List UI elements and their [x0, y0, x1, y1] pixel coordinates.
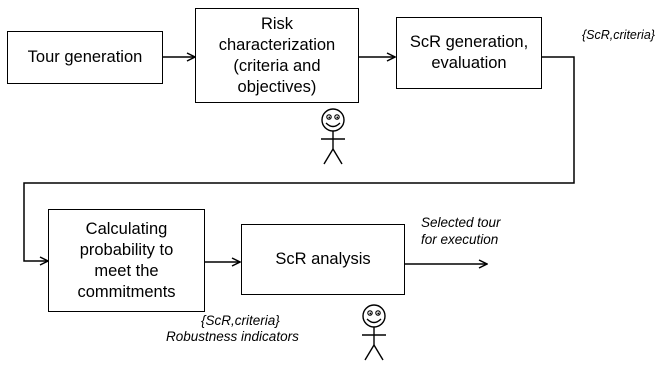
risk-characterization-line-1: Risk	[260, 14, 294, 33]
calculating-probability-line-3: meet the	[94, 261, 159, 280]
risk-characterization-line-2: characterization	[218, 35, 336, 54]
scr-generation-line-2: evaluation	[431, 54, 507, 72]
selected-tour-label: Selected tour for execution	[421, 214, 501, 248]
risk-characterization-box: Risk characterization (criteria and obje…	[195, 8, 359, 103]
risk-characterization-line-3: (criteria and	[233, 56, 321, 75]
selected-tour-line-1: Selected tour	[421, 215, 501, 230]
scr-generation-box: ScR generation, evaluation	[396, 17, 542, 89]
calculating-probability-line-2: probability to	[79, 240, 174, 259]
scr-analysis-label: ScR analysis	[275, 250, 371, 268]
calculating-probability-line-4: commitments	[77, 282, 176, 301]
arrow-scr-generation-to-calculating	[23, 56, 575, 261]
scr-criteria-bottom-label: {ScR,criteria}	[201, 313, 280, 328]
calculating-probability-line-1: Calculating	[85, 219, 168, 238]
robustness-indicators-label: Robustness indicators	[166, 329, 299, 344]
selected-tour-line-2: for execution	[421, 232, 499, 247]
risk-characterization-line-4: objectives)	[237, 77, 317, 96]
scr-analysis-box: ScR analysis	[241, 224, 405, 295]
stick-figure-icon	[362, 304, 386, 361]
stick-figure-icon	[321, 108, 345, 165]
tour-generation-box: Tour generation	[7, 31, 163, 84]
scr-generation-line-1: ScR generation,	[409, 33, 529, 51]
scr-criteria-top-label: {ScR,criteria}	[582, 28, 655, 42]
calculating-probability-box: Calculating probability to meet the comm…	[48, 209, 205, 312]
tour-generation-label: Tour generation	[27, 48, 143, 66]
